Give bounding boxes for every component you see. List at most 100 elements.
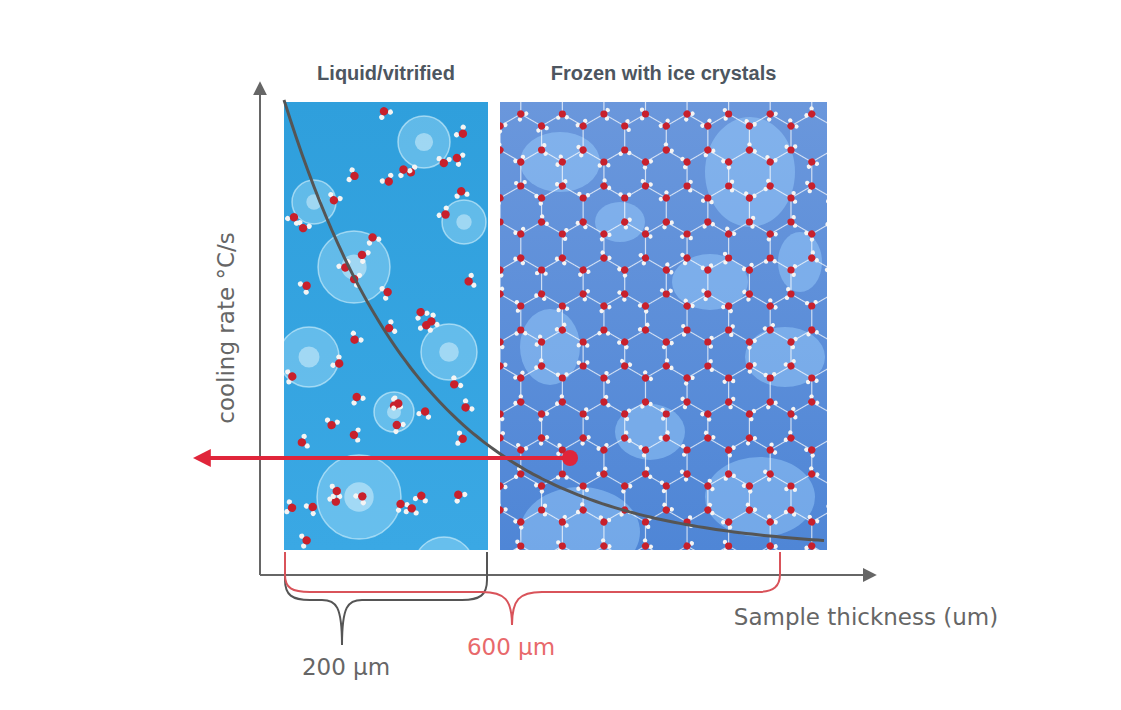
hydrogen-bond — [604, 510, 646, 550]
dimension-label: 200 µm — [302, 654, 390, 680]
water-molecule — [702, 478, 715, 493]
oxygen-atom — [807, 445, 817, 455]
oxygen-atom — [559, 470, 566, 477]
water-molecule — [720, 155, 735, 171]
water-molecule — [556, 110, 569, 120]
water-molecule — [453, 186, 470, 200]
oxygen-atom — [745, 289, 755, 299]
oxygen-atom — [661, 361, 671, 371]
hydrogen-bond — [666, 186, 708, 234]
hydrogen-bond — [687, 438, 729, 486]
water-molecule — [785, 287, 796, 301]
oxygen-atom — [537, 217, 547, 227]
oxygen-atom — [787, 218, 795, 226]
oxygen-atom — [807, 229, 817, 239]
water-molecule — [535, 266, 548, 276]
hydrogen-bond — [666, 402, 708, 450]
water-molecule — [599, 394, 611, 409]
water-molecule — [640, 108, 649, 121]
hydrogen-bond — [604, 366, 646, 414]
water-molecule — [620, 407, 632, 422]
water-molecule — [618, 192, 631, 202]
hydrogen-bond — [562, 150, 604, 198]
water-molecule — [513, 226, 529, 240]
oxygen-atom — [807, 469, 817, 479]
oxygen-atom — [766, 325, 775, 334]
water-molecule — [658, 189, 673, 205]
oxygen-atom — [395, 498, 407, 510]
hydrogen-bond — [708, 258, 750, 306]
hydrogen-bond — [729, 366, 771, 414]
hydrogen-bond — [521, 510, 563, 550]
hydrogen-bond — [583, 474, 625, 522]
hydrogen-bond — [645, 510, 687, 550]
molecule-group — [284, 104, 477, 549]
water-molecule — [763, 178, 776, 193]
hydrogen-bond — [500, 438, 521, 486]
molecule-illustration — [500, 102, 827, 550]
hydrogen-bond — [791, 186, 827, 234]
hydrogen-bond — [521, 150, 563, 198]
water-molecule — [616, 287, 631, 303]
dimension-label: 600 µm — [467, 634, 555, 660]
hydrogen-bond — [666, 330, 708, 378]
oxygen-atom — [500, 409, 505, 419]
ice-panel: Frozen with ice crystals — [500, 102, 827, 550]
water-molecule — [533, 357, 548, 373]
hydrogen-bond — [562, 510, 604, 550]
oxygen-atom — [703, 506, 712, 515]
oxygen-atom — [367, 232, 378, 243]
hydrogen-bond — [583, 330, 625, 378]
oxygen-atom — [683, 398, 692, 407]
water-molecule — [556, 372, 569, 382]
hydrogen-bond — [708, 402, 750, 450]
hydrogen-bond — [542, 186, 584, 234]
hydrogen-bond — [687, 366, 729, 414]
oxygen-atom — [516, 469, 525, 478]
thickness-bracket — [285, 552, 487, 645]
water-molecule — [659, 479, 671, 494]
oxygen-atom — [683, 518, 691, 526]
water-molecule — [825, 287, 827, 300]
oxygen-atom — [579, 338, 586, 345]
thickness-bracket — [285, 552, 780, 625]
water-molecule — [679, 467, 693, 483]
water-molecule — [703, 359, 714, 373]
hydrogen-bond — [521, 222, 563, 270]
oxygen-atom — [808, 302, 816, 310]
water-molecule — [701, 217, 716, 229]
solute-blob — [284, 327, 339, 387]
water-molecule — [514, 299, 525, 313]
oxygen-atom — [703, 433, 713, 443]
ice-crystal — [520, 487, 640, 550]
oxygen-atom — [537, 409, 547, 419]
oxygen-atom — [683, 182, 690, 189]
water-molecule — [597, 158, 610, 168]
oxygen-atom — [641, 181, 650, 190]
hydrogen-bond — [521, 366, 563, 414]
water-molecule — [576, 143, 589, 158]
oxygen-atom — [457, 128, 469, 140]
oxygen-atom — [516, 253, 526, 263]
oxygen-atom — [398, 164, 409, 175]
water-molecule — [680, 395, 692, 410]
oxygen-atom — [579, 482, 587, 490]
water-molecule — [514, 107, 530, 122]
oxygen-atom — [724, 469, 733, 478]
water-molecule — [535, 431, 551, 447]
water-molecule — [659, 141, 674, 157]
water-molecule — [453, 124, 471, 143]
water-molecule — [763, 539, 779, 550]
oxygen-atom — [620, 481, 630, 491]
oxygen-atom — [516, 373, 526, 383]
oxygen-atom — [456, 186, 466, 196]
water-molecule — [659, 336, 675, 350]
hydrogen-bond — [625, 474, 667, 522]
water-molecule — [500, 263, 507, 278]
oxygen-atom — [725, 542, 733, 550]
water-molecule — [354, 246, 371, 265]
oxygen-atom — [765, 229, 775, 239]
water-molecule — [660, 407, 670, 421]
water-molecule — [762, 467, 776, 483]
oxygen-atom — [407, 504, 416, 513]
